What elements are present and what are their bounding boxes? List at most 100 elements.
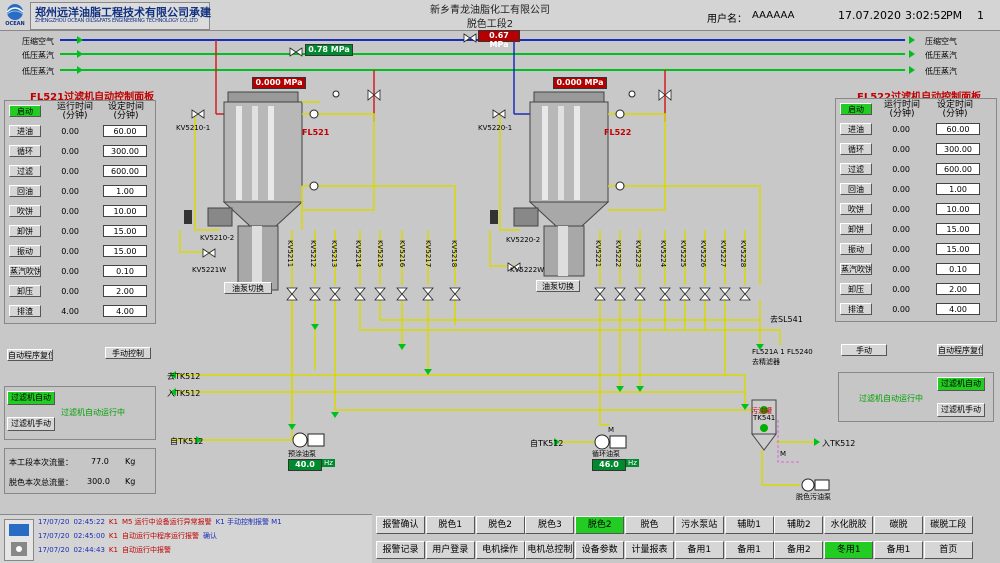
nav1-button-10[interactable]: 碳脱 [874,516,923,534]
left-step-button[interactable]: 蒸汽吹饼 [9,265,41,277]
left-program-reset-button[interactable]: 自动程序复位 [7,349,53,361]
right-set-time-input[interactable]: 300.00 [936,143,980,155]
right-step-button[interactable]: 循环 [840,143,872,155]
nav1-button-1[interactable]: 脱色1 [425,516,475,534]
nav2-button-2[interactable]: 电机操作 [475,541,525,559]
alarm-icon[interactable] [4,519,34,561]
left-set-time-input[interactable]: 1.00 [103,185,147,197]
right-step-button[interactable]: 排渣 [840,303,872,315]
nav1-button-9[interactable]: 水化脱胶 [824,516,874,534]
left-step-button[interactable]: 卸饼 [9,225,41,237]
kv5221w-label: KV5221W [192,266,227,274]
pump1-name: 预涂油泵 [288,450,316,458]
nav1-button-2[interactable]: 脱色2 [475,516,525,534]
right-set-time-input[interactable]: 1.00 [936,183,980,195]
right-filter-auto-button[interactable]: 过滤机自动 [937,377,985,391]
right-set-time-input[interactable]: 0.10 [936,263,980,275]
left-step-button[interactable]: 振动 [9,245,41,257]
alarm-extra: 确认 [202,532,217,540]
air-pressure-unit: MPa [330,45,350,54]
left-set-time-input[interactable]: 300.00 [103,145,147,157]
nav2-button-1[interactable]: 用户登录 [425,541,475,559]
nav1-button-0[interactable]: 报警确认 [376,516,425,534]
right-step-button[interactable]: 过滤 [840,163,872,175]
nav1-button-8[interactable]: 辅助2 [774,516,824,534]
right-set-time-input[interactable]: 10.00 [936,203,980,215]
right-step-button[interactable]: 回油 [840,183,872,195]
valve-label: KV5212 [309,240,317,268]
nav1-button-6[interactable]: 污水泵站 [674,516,724,534]
valve-label: KV5227 [719,240,727,268]
valve-label: KV5217 [424,240,432,268]
right-step-button[interactable]: 吹饼 [840,203,872,215]
filter-manual-button[interactable]: 过滤机手动 [7,417,55,431]
right-set-time-input[interactable]: 15.00 [936,243,980,255]
kv5222w-label: KV5222W [510,266,545,274]
nav2-button-10[interactable]: 备用1 [874,541,923,559]
right-panel-title: FL522过滤机自动控制面板 [857,88,981,103]
left-run-time: 0.00 [61,287,79,296]
nav1-button-5[interactable]: 脱色 [625,516,674,534]
nav2-button-0[interactable]: 报警记录 [376,541,425,559]
nav2-button-9[interactable]: 冬用1 [824,541,874,559]
right-step-button[interactable]: 进油 [840,123,872,135]
right-set-time-input[interactable]: 2.00 [936,283,980,295]
left-step-button[interactable]: 卸压 [9,285,41,297]
nav2-button-11[interactable]: 首页 [923,541,973,559]
left-set-time-input[interactable]: 0.10 [103,265,147,277]
pump1-frequency: 40.0 [288,459,322,471]
left-manual-control-button[interactable]: 手动控制 [105,347,151,359]
nav1-button-11[interactable]: 碳脱工段 [923,516,973,534]
right-step-button[interactable]: 振动 [840,243,872,255]
pump-switch-button-right[interactable]: 油泵切换 [536,280,580,292]
nav1-button-7[interactable]: 辅助1 [724,516,774,534]
left-run-time: 0.00 [61,127,79,136]
fl521-pressure-gauge: 0.000 MPa [252,77,306,89]
right-step-button[interactable]: 启动 [840,103,872,115]
left-step-button[interactable]: 启动 [9,105,41,117]
right-filter-manual-button[interactable]: 过滤机手动 [937,403,985,417]
left-set-time-input[interactable]: 10.00 [103,205,147,217]
left-step-button[interactable]: 过滤 [9,165,41,177]
right-step-button[interactable]: 蒸汽吹饼 [840,263,872,275]
right-set-time-input[interactable]: 60.00 [936,123,980,135]
right-step-button[interactable]: 卸压 [840,283,872,295]
left-step-button[interactable]: 循环 [9,145,41,157]
pump-switch-button-left[interactable]: 油泵切换 [224,282,272,294]
line-label-steam-2: 低压蒸汽 [22,67,54,76]
right-set-time-input[interactable]: 15.00 [936,223,980,235]
left-set-time-input[interactable]: 15.00 [103,245,147,257]
left-set-time-input[interactable]: 2.00 [103,285,147,297]
left-set-time-input[interactable]: 60.00 [103,125,147,137]
pump2-frequency-unit: Hz [626,459,639,467]
left-step-button[interactable]: 排渣 [9,305,41,317]
left-set-time-input[interactable]: 600.00 [103,165,147,177]
left-step-button[interactable]: 吹饼 [9,205,41,217]
nav2-button-7[interactable]: 备用1 [724,541,774,559]
nav2-button-3[interactable]: 电机总控制 [525,541,575,559]
nav2-button-5[interactable]: 计量报表 [625,541,674,559]
top-pressure-value: 0.67 [489,31,509,40]
nav2-button-6[interactable]: 备用1 [674,541,724,559]
right-manual-button[interactable]: 手动 [841,344,887,356]
right-program-reset-button[interactable]: 自动程序复位 [937,344,983,356]
left-set-time-input[interactable]: 4.00 [103,305,147,317]
nav1-button-3[interactable]: 脱色3 [525,516,575,534]
right-step-button[interactable]: 卸饼 [840,223,872,235]
sludge-pump-name: 脱色污油泵 [796,493,831,501]
valve-label: KV5222 [614,240,622,268]
nav2-button-8[interactable]: 备用2 [774,541,824,559]
left-run-time: 0.00 [61,167,79,176]
right-set-time-input[interactable]: 4.00 [936,303,980,315]
nav1-button-4[interactable]: 脱色2 [575,516,625,534]
left-set-time-input[interactable]: 15.00 [103,225,147,237]
left-step-button[interactable]: 进油 [9,125,41,137]
filter-auto-button[interactable]: 过滤机自动 [7,391,55,405]
nav2-button-4[interactable]: 设备参数 [575,541,625,559]
left-step-button[interactable]: 回油 [9,185,41,197]
right-set-time-input[interactable]: 600.00 [936,163,980,175]
